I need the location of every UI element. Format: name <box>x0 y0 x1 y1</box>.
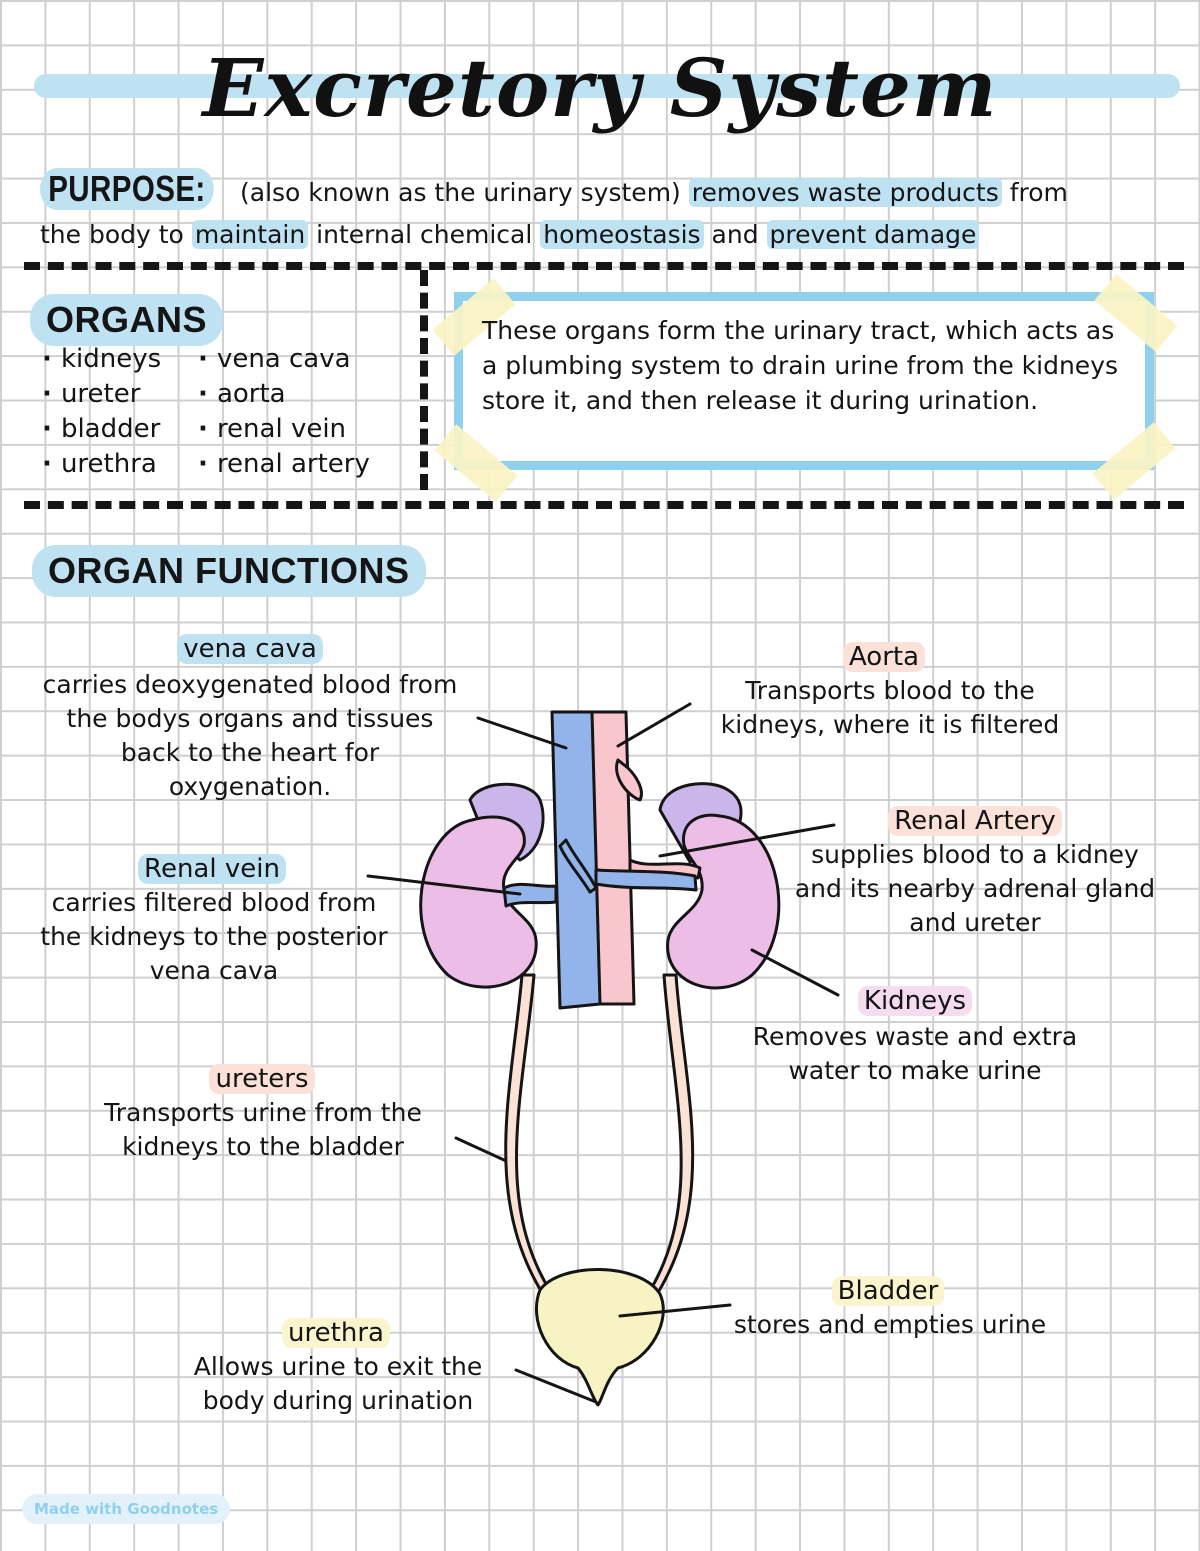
purpose-text-internal: internal chemical <box>316 220 533 249</box>
purpose-paren: (also known as the urinary system) <box>240 178 681 207</box>
divider-bottom <box>24 501 1184 509</box>
organ-item: kidneys <box>42 342 161 377</box>
ureters-description: Transports urine from the kidneys to the… <box>104 1098 422 1161</box>
vena-cava-title: vena cava <box>177 634 323 664</box>
left-kidney <box>419 815 538 989</box>
vena-cava-description: carries deoxygenated blood from the body… <box>42 670 458 801</box>
pointer-aorta <box>616 702 692 748</box>
renal-artery-title: Renal Artery <box>888 806 1062 836</box>
title-highlight-bar <box>34 74 1180 98</box>
pointer-renal-artery <box>658 823 836 858</box>
right-kidney <box>666 813 781 990</box>
organ-item: renal vein <box>198 412 370 447</box>
organs-list-2: vena cava aorta renal vein renal artery <box>198 342 370 482</box>
pointer-bladder <box>618 1303 732 1318</box>
organ-item: renal artery <box>198 447 370 482</box>
purpose-highlight-waste: removes waste products <box>688 178 1002 207</box>
label-ureters-title: ureters <box>162 1062 362 1096</box>
divider-top <box>24 262 1184 270</box>
organ-functions-heading: ORGAN FUNCTIONS <box>32 545 426 597</box>
label-renal-artery-title: Renal Artery <box>860 804 1090 838</box>
left-renal-vein <box>502 882 558 908</box>
label-aorta-title: Aorta <box>784 640 984 674</box>
aorta-branch <box>615 758 643 802</box>
note-box <box>454 292 1154 470</box>
urethra-title: urethra <box>282 1318 390 1348</box>
organ-item: bladder <box>42 412 161 447</box>
right-ureter <box>646 973 695 1304</box>
kidneys-description: Removes waste and extra water to make ur… <box>752 1022 1078 1085</box>
label-kidneys-title: Kidneys <box>815 984 1015 1018</box>
label-bladder-title: Bladder <box>788 1274 988 1308</box>
organ-item: aorta <box>198 377 370 412</box>
goodnotes-watermark: Made with Goodnotes <box>22 1494 231 1524</box>
purpose-text-body: the body to <box>40 220 184 249</box>
organ-item: urethra <box>42 447 161 482</box>
label-renal-vein-title: Renal vein <box>112 852 312 886</box>
divider-vertical <box>420 270 428 490</box>
purpose-highlight-homeostasis: homeostasis <box>540 220 704 249</box>
label-vena-cava-title: vena cava <box>150 632 350 666</box>
renal-vein-description: carries filtered blood from the kidneys … <box>40 888 388 985</box>
purpose-highlight-maintain: maintain <box>191 220 309 249</box>
bladder-shape <box>534 1268 665 1407</box>
right-renal-vein <box>594 868 698 892</box>
kidneys-title: Kidneys <box>857 986 973 1016</box>
gonadal-vein <box>558 838 598 894</box>
urethra-description: Allows urine to exit the body during uri… <box>193 1352 483 1415</box>
aorta-title: Aorta <box>842 642 926 672</box>
ureters-title: ureters <box>209 1064 315 1094</box>
pointer-vena-cava <box>476 716 568 750</box>
organ-item: ureter <box>42 377 161 412</box>
left-ureter <box>504 973 554 1304</box>
bladder-title: Bladder <box>831 1276 945 1306</box>
organs-heading: ORGANS <box>30 294 224 346</box>
pointer-urethra <box>514 1368 598 1404</box>
purpose-paragraph: PURPOSE: (also known as the urinary syst… <box>40 168 1180 256</box>
purpose-text-and: and <box>711 220 759 249</box>
pointer-ureters <box>454 1136 506 1162</box>
organ-item: vena cava <box>198 342 370 377</box>
aorta-description: Transports blood to the kidneys, where i… <box>720 676 1060 739</box>
bladder-description: stores and empties urine <box>733 1310 1047 1339</box>
purpose-heading: PURPOSE: <box>40 168 214 210</box>
note-text: These organs form the urinary tract, whi… <box>482 316 1119 415</box>
renal-artery-description: supplies blood to a kidney and its nearb… <box>794 840 1156 937</box>
purpose-highlight-prevent: prevent damage <box>766 220 980 249</box>
renal-vein-title: Renal vein <box>138 854 286 884</box>
pointer-renal-vein <box>366 874 522 896</box>
pointer-kidneys <box>750 948 840 997</box>
label-urethra-title: urethra <box>236 1316 436 1350</box>
page-title: Excretory System <box>202 41 998 135</box>
organs-list-1: kidneys ureter bladder urethra <box>42 342 161 482</box>
purpose-text-from: from <box>1009 178 1068 207</box>
